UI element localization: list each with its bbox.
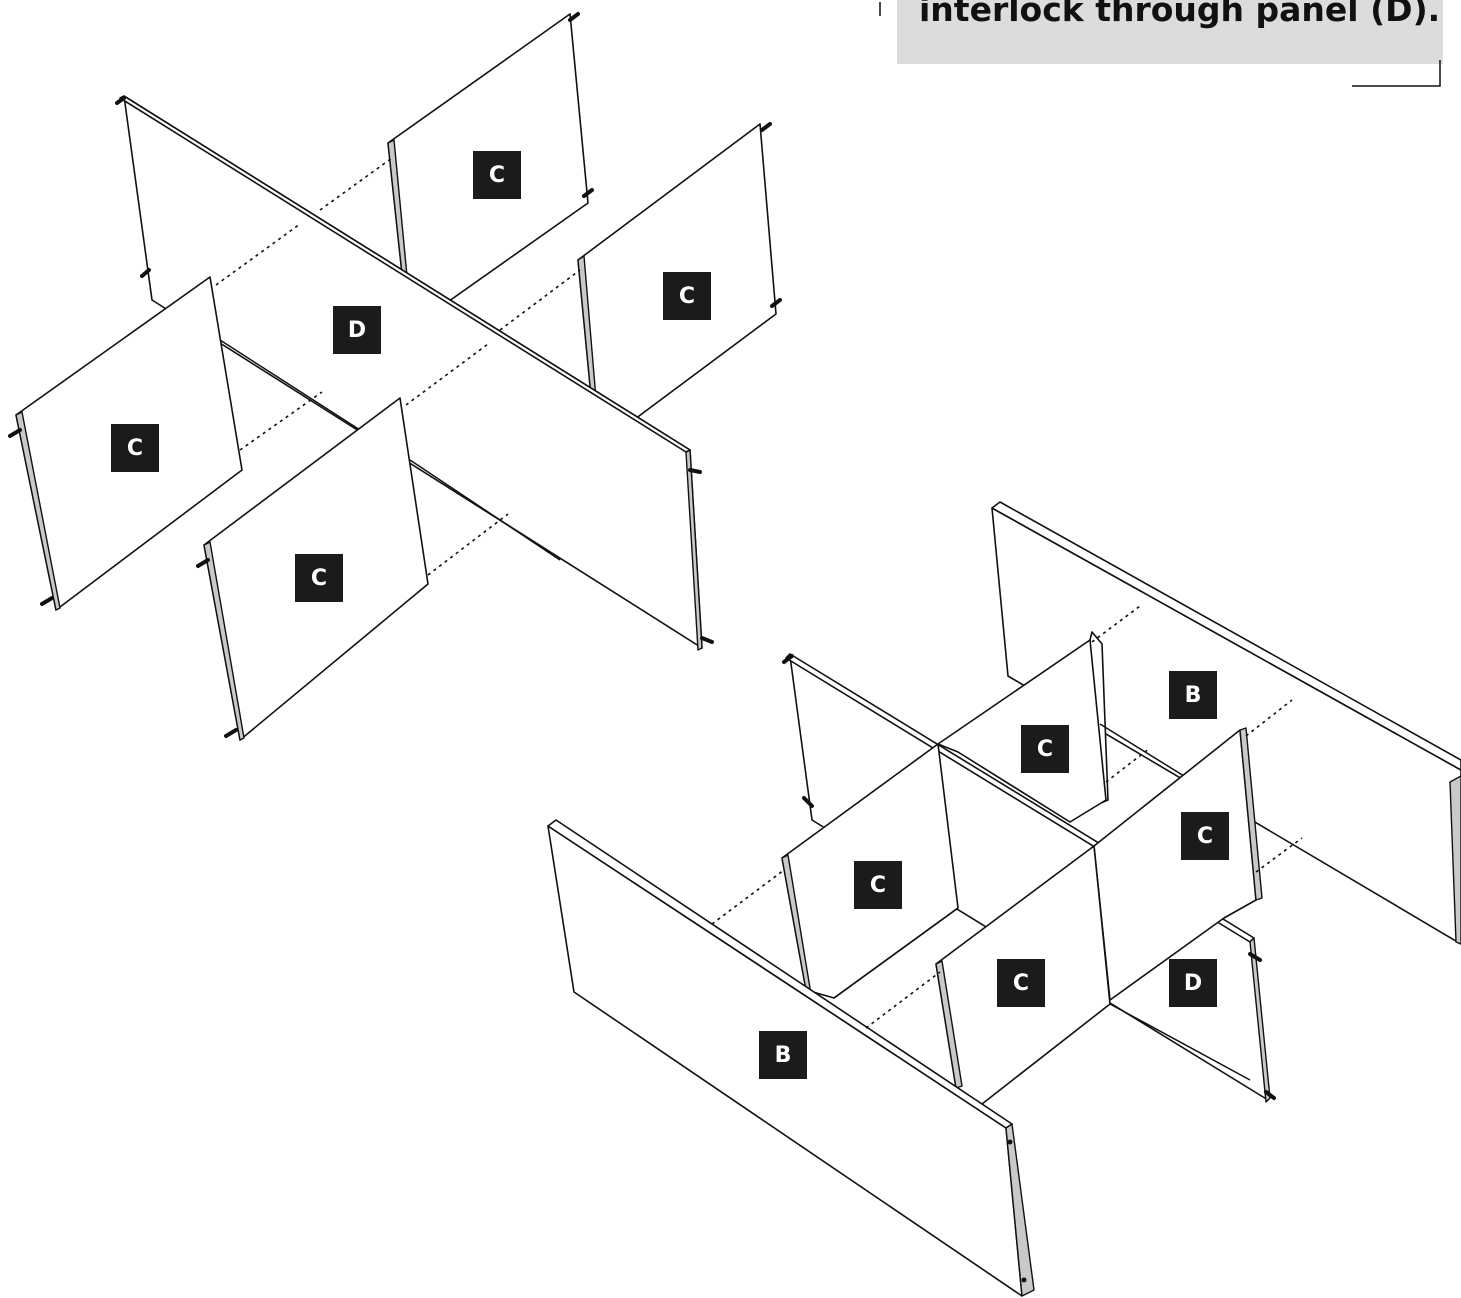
top-slot-line [409, 459, 561, 561]
dowel-pegs [8, 12, 782, 738]
alignment-dash [1245, 699, 1293, 737]
callout-bracket [1352, 60, 1441, 87]
alignment-dash [1105, 747, 1151, 783]
part-label-c: C [295, 554, 343, 602]
alignment-dash [1091, 605, 1141, 643]
alignment-dash [239, 391, 323, 451]
alignment-dash [215, 223, 301, 286]
bottom-slot-line [833, 907, 959, 999]
part-label-b: B [759, 1031, 807, 1079]
bottom-back-panel-b [991, 501, 1461, 945]
alignment-dash [427, 513, 509, 576]
part-label-c: C [473, 151, 521, 199]
alignment-dash [1255, 837, 1303, 873]
instruction-text: interlock through panel (D). [919, 0, 1441, 29]
alignment-dash [865, 971, 941, 1029]
alignment-dash [405, 343, 489, 406]
instruction-callout: interlock through panel (D). [897, 0, 1443, 64]
part-label-b: B [1169, 671, 1217, 719]
part-label-c: C [663, 272, 711, 320]
part-label-c: C [854, 861, 902, 909]
part-label-c: C [1021, 725, 1069, 773]
part-label-d: D [333, 306, 381, 354]
dowel-pegs-bottom [782, 654, 1276, 1100]
alignment-dash [499, 269, 581, 331]
bottom-slot-line [1109, 1003, 1251, 1081]
part-label-c: C [997, 959, 1045, 1007]
top-slot-line [219, 339, 361, 431]
part-label-c: C [1181, 812, 1229, 860]
part-label-c: C [111, 424, 159, 472]
alignment-dash [319, 157, 393, 211]
part-label-d: D [1169, 959, 1217, 1007]
alignment-dash [711, 869, 785, 925]
